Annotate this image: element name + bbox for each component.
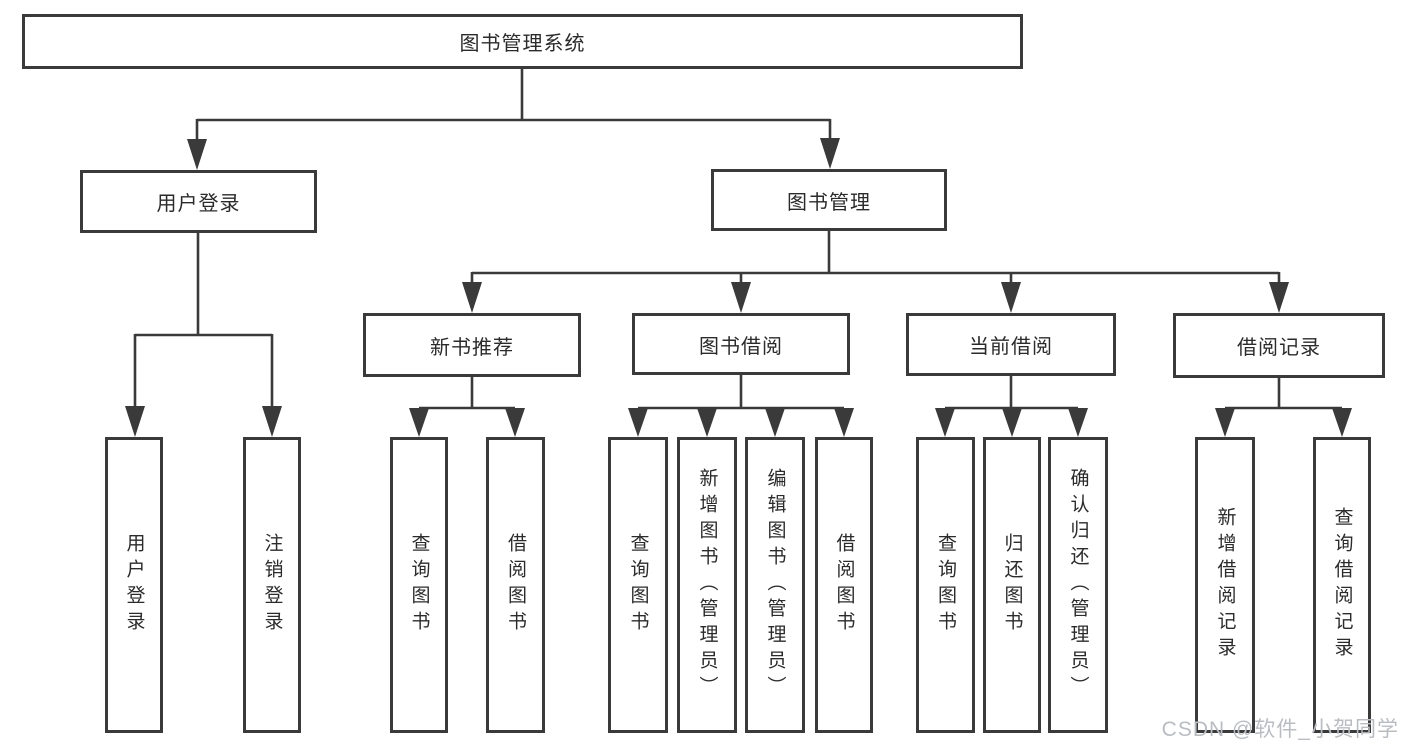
leaf-bb-edit-books-admin-label: 编辑图书（管理员） — [764, 468, 786, 702]
leaf-bb-edit-books-admin: 编辑图书（管理员） — [745, 437, 805, 733]
watermark: CSDN @软件_小贺同学 — [1161, 718, 1399, 741]
leaf-logout: 注销登录 — [243, 437, 301, 733]
node-library-system: 图书管理系统 — [22, 14, 1023, 69]
leaf-user-login-label: 用户登录 — [123, 533, 145, 637]
leaf-br-query-record-label: 查询借阅记录 — [1331, 507, 1353, 663]
leaf-bb-add-books-admin-label: 新增图书（管理员） — [696, 468, 718, 702]
node-book-management: 图书管理 — [711, 169, 947, 231]
leaf-bb-borrow-books-label: 借阅图书 — [833, 533, 855, 637]
leaf-br-add-record-label: 新增借阅记录 — [1214, 507, 1236, 663]
leaf-user-login: 用户登录 — [105, 437, 163, 733]
leaf-bb-borrow-books: 借阅图书 — [815, 437, 873, 733]
node-current-borrowing: 当前借阅 — [906, 313, 1116, 376]
leaf-cb-return-books: 归还图书 — [983, 437, 1041, 733]
leaf-br-query-record: 查询借阅记录 — [1313, 437, 1371, 733]
leaf-br-add-record: 新增借阅记录 — [1195, 437, 1255, 733]
leaf-cb-query-books: 查询图书 — [916, 437, 975, 733]
leaf-bb-query-books-label: 查询图书 — [627, 533, 649, 637]
leaf-rec-query-books: 查询图书 — [390, 437, 448, 733]
node-borrow-records: 借阅记录 — [1173, 313, 1385, 378]
leaf-bb-add-books-admin: 新增图书（管理员） — [677, 437, 737, 733]
leaf-cb-query-books-label: 查询图书 — [935, 533, 956, 637]
node-book-borrowing: 图书借阅 — [632, 313, 850, 375]
leaf-rec-query-books-label: 查询图书 — [408, 533, 430, 637]
leaf-cb-confirm-return-admin-label: 确认归还（管理员） — [1067, 468, 1089, 702]
node-new-book-recommend: 新书推荐 — [363, 313, 581, 377]
leaf-bb-query-books: 查询图书 — [608, 437, 668, 733]
leaf-logout-label: 注销登录 — [261, 533, 283, 637]
leaf-cb-confirm-return-admin: 确认归还（管理员） — [1048, 437, 1108, 733]
leaf-rec-borrow-books: 借阅图书 — [486, 437, 545, 733]
leaf-cb-return-books-label: 归还图书 — [1001, 533, 1023, 637]
leaf-rec-borrow-books-label: 借阅图书 — [505, 533, 526, 637]
node-user-login: 用户登录 — [80, 170, 317, 233]
